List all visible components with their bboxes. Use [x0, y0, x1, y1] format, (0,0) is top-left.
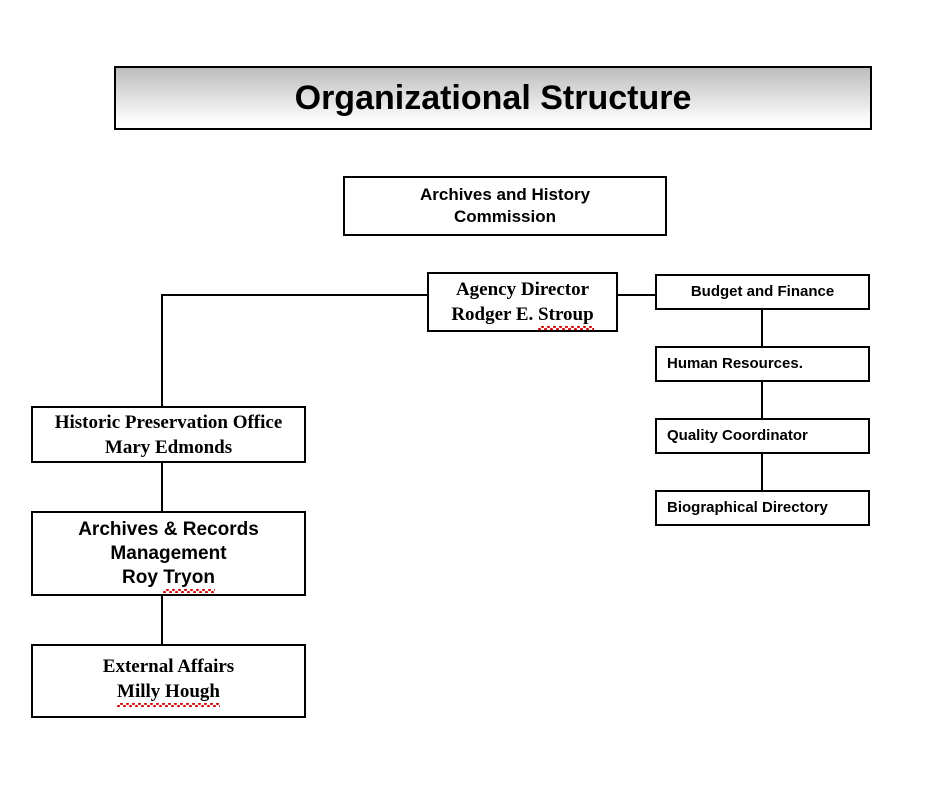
human-resources-label: Human Resources. — [667, 355, 803, 372]
node-agency-director[interactable]: Agency Director Rodger E. Stroup — [427, 272, 618, 332]
commission-line-2: Commission — [453, 207, 557, 226]
external-affairs-line-1: External Affairs — [102, 656, 235, 677]
commission-line-1: Archives and History — [419, 185, 591, 204]
agency-director-name-prefix: Rodger E. — [451, 304, 539, 325]
connector-budget-to-hr — [761, 309, 763, 346]
connector-preservation-to-archives — [161, 462, 163, 511]
node-budget-and-finance[interactable]: Budget and Finance — [655, 274, 870, 310]
agency-director-line-1: Agency Director — [455, 279, 590, 300]
archives-records-line-2: Management — [110, 542, 227, 564]
historic-preservation-line-2: Mary Edmonds — [104, 436, 233, 458]
connector-director-to-budget — [618, 294, 657, 296]
connector-archives-to-external — [161, 596, 163, 644]
archives-records-name-prefix: Roy — [122, 566, 164, 588]
node-archives-and-history-commission[interactable]: Archives and History Commission — [343, 176, 667, 236]
budget-and-finance-label: Budget and Finance — [690, 283, 835, 300]
agency-director-surname-misspelled: Stroup — [538, 304, 594, 330]
connector-quality-to-biographical — [761, 453, 763, 490]
external-affairs-name-misspelled: Milly Hough — [117, 681, 220, 707]
historic-preservation-line-1: Historic Preservation Office — [54, 411, 283, 433]
node-historic-preservation-office[interactable]: Historic Preservation Office Mary Edmond… — [31, 406, 306, 463]
archives-records-line-3: Roy Tryon — [122, 566, 215, 593]
connector-hr-to-quality — [761, 381, 763, 418]
connector-director-to-left-elbow — [161, 294, 429, 296]
biographical-directory-label: Biographical Directory — [667, 499, 828, 516]
connector-left-elbow-down — [161, 294, 163, 407]
node-archives-and-records-management[interactable]: Archives & Records Management Roy Tryon — [31, 511, 306, 596]
node-external-affairs[interactable]: External Affairs Milly Hough — [31, 644, 306, 718]
archives-records-line-1: Archives & Records — [78, 518, 259, 540]
quality-coordinator-label: Quality Coordinator — [667, 427, 808, 444]
node-human-resources[interactable]: Human Resources. — [655, 346, 870, 382]
archives-records-surname-misspelled: Tryon — [163, 566, 215, 593]
node-biographical-directory[interactable]: Biographical Directory — [655, 490, 870, 526]
node-quality-coordinator[interactable]: Quality Coordinator — [655, 418, 870, 454]
page-title: Organizational Structure — [294, 78, 692, 117]
page-title-banner: Organizational Structure — [114, 66, 872, 130]
agency-director-line-2: Rodger E. Stroup — [451, 302, 594, 330]
